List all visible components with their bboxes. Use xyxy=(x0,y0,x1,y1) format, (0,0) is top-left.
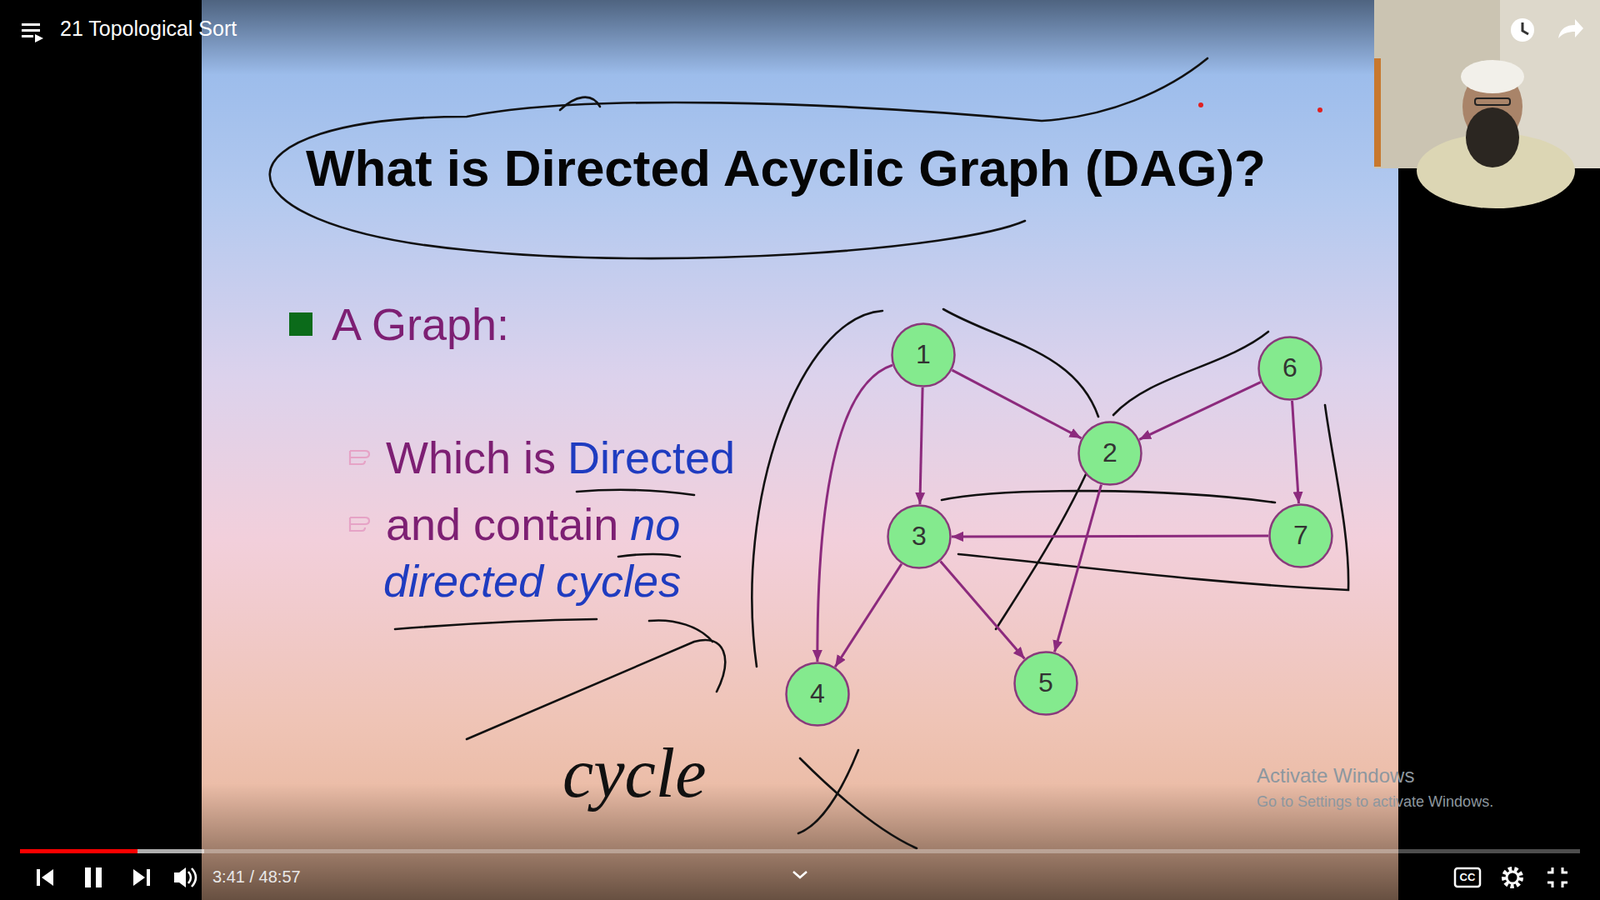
graph-vertex: 1 xyxy=(890,322,956,388)
slide-title: What is Directed Acyclic Graph (DAG)? xyxy=(305,138,1266,198)
share-icon xyxy=(1558,19,1584,39)
bullet-keyword: directed cycles xyxy=(383,555,681,607)
playlist-icon xyxy=(21,35,34,38)
webcam-cap xyxy=(1460,60,1525,94)
handwritten-note: cycle xyxy=(562,733,706,815)
progress-track xyxy=(20,849,1580,854)
bullet-keyword: no xyxy=(630,498,680,550)
pen-stroke xyxy=(995,470,1088,630)
graph-vertex: 5 xyxy=(1013,650,1079,716)
bullet-text: and contain xyxy=(385,498,619,550)
pen-arc xyxy=(943,309,1099,417)
progress-buffered xyxy=(20,849,205,854)
volume-icon xyxy=(188,868,196,887)
watermark: Go to Settings to activate Windows. xyxy=(1256,793,1494,811)
vertex-number: 4 xyxy=(810,679,825,709)
directed-edge xyxy=(940,561,1025,660)
bullet-text: Which is xyxy=(385,431,556,484)
vertex-circle xyxy=(888,505,951,569)
playlist-icon xyxy=(35,34,44,43)
playback-buttons xyxy=(41,869,54,886)
slide-background xyxy=(201,0,1399,900)
vertex-circle xyxy=(786,663,850,726)
bullet-keyword: Directed xyxy=(567,431,735,484)
watch-later-icon xyxy=(1510,18,1535,42)
time-display: 3:41 / 48:57 xyxy=(212,867,301,887)
progress-played xyxy=(20,849,138,854)
directed-edge xyxy=(920,387,923,505)
vertex-number: 3 xyxy=(911,521,927,551)
pen-hook xyxy=(560,97,600,110)
pen-arrow xyxy=(466,640,725,740)
playback-buttons xyxy=(85,867,91,888)
vertex-circle xyxy=(1270,505,1333,568)
pen-underline xyxy=(576,490,695,495)
hand-bullet xyxy=(350,517,370,531)
top-shade xyxy=(0,0,1600,75)
bullet-heading: A Graph: xyxy=(331,298,510,350)
directed-edge xyxy=(817,365,893,662)
playlist-icon xyxy=(21,23,40,26)
pen-underline xyxy=(395,619,597,630)
webcam-object xyxy=(1374,58,1381,167)
pointer-dot xyxy=(1317,107,1323,113)
directed-edge xyxy=(1054,485,1101,653)
hand-bullet xyxy=(350,450,370,465)
directed-edge xyxy=(835,564,902,667)
settings-icon xyxy=(1506,871,1519,884)
playback-buttons xyxy=(36,867,186,888)
video-title: 21 Topological Sort xyxy=(60,16,237,41)
fullscreen-exit-icon xyxy=(1547,867,1568,888)
vertex-number: 1 xyxy=(915,340,931,370)
directed-edge xyxy=(1139,382,1260,440)
directed-edge xyxy=(951,535,1269,539)
webcam-glasses xyxy=(1475,98,1510,105)
webcam-beard xyxy=(1465,107,1520,168)
watch-later-icon xyxy=(1522,22,1529,35)
graph-vertex: 6 xyxy=(1257,335,1323,401)
vertex-circle xyxy=(1015,652,1078,715)
vertex-number: 5 xyxy=(1038,668,1054,698)
playback-buttons xyxy=(95,867,102,888)
playback-buttons xyxy=(146,869,150,886)
vertex-number: 7 xyxy=(1293,520,1309,550)
chevron-icon xyxy=(793,871,807,878)
directed-edge xyxy=(1292,400,1300,504)
pen-cross xyxy=(800,758,917,849)
playback-buttons xyxy=(133,869,145,886)
square-bullet xyxy=(289,312,313,336)
vertex-circle xyxy=(892,324,955,387)
pen-strokes xyxy=(270,58,1349,849)
vertex-circle xyxy=(1259,337,1322,400)
playback-buttons xyxy=(36,869,40,886)
playlist-icon xyxy=(21,23,44,43)
settings-icon xyxy=(1504,869,1521,886)
pen-arrow xyxy=(649,620,713,642)
watermark: Activate Windows xyxy=(1256,764,1415,788)
directed-edge xyxy=(952,370,1082,439)
pen-arc xyxy=(1113,331,1269,415)
vertex-circle xyxy=(1079,422,1142,485)
vertex-number: 6 xyxy=(1282,353,1298,383)
vertex-number: 2 xyxy=(1102,438,1118,468)
graph-vertex: 2 xyxy=(1077,420,1143,486)
pen-cross xyxy=(798,750,859,834)
playlist-icon xyxy=(21,29,40,32)
graph-vertex: 7 xyxy=(1268,503,1334,569)
cc-button-label: CC xyxy=(1460,871,1476,885)
playback-buttons xyxy=(174,867,186,888)
cc-button xyxy=(1455,868,1480,887)
hand-bullet xyxy=(350,450,370,531)
graph-vertex: 4 xyxy=(785,661,850,727)
pointer-dot xyxy=(1198,102,1204,108)
webcam-frame xyxy=(1374,0,1600,169)
graph-vertex: 3 xyxy=(886,504,952,570)
pen-band xyxy=(941,490,1275,503)
